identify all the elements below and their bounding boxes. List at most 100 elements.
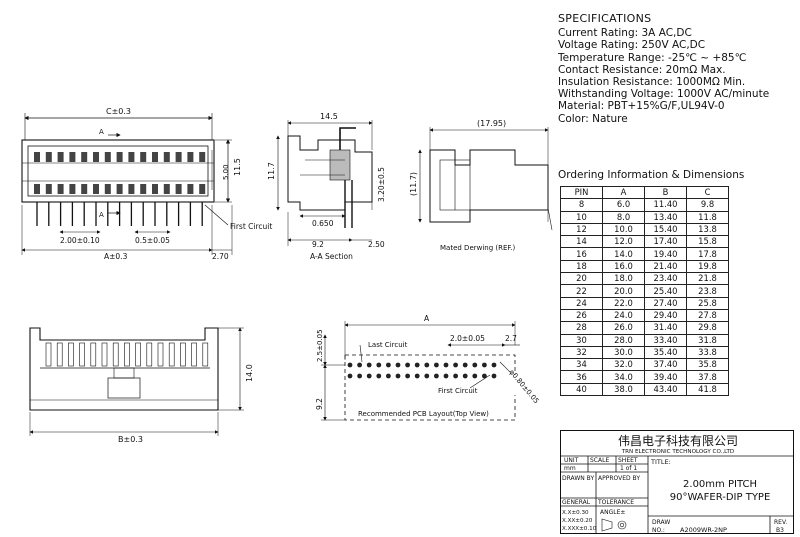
table-cell: 11.40 [644, 198, 687, 212]
section-mark-bottom: A [99, 211, 104, 219]
front-view [21, 113, 233, 255]
title-label: TITLE: [650, 458, 671, 466]
table-cell: 22 [560, 284, 603, 298]
front-contact [140, 152, 147, 162]
table-cell: 31.8 [686, 333, 729, 347]
pcb-hole [357, 362, 362, 368]
front-contact [69, 184, 76, 194]
unit-label: UNIT [564, 457, 579, 464]
pcb-hole [357, 373, 362, 379]
bottom-contact [56, 342, 63, 367]
front-contact [93, 152, 99, 162]
spec-line: Material: PBT+15%G/F,UL94V-0 [558, 100, 725, 113]
drawn-by-label: DRAWN BY [562, 475, 594, 482]
pcb-dim-27: 2.7 [505, 334, 517, 343]
tolerance-3: X.XXX±0.10 [562, 526, 597, 532]
table-cell: 20.0 [602, 284, 645, 298]
bottom-contact [135, 342, 141, 367]
pcb-hole [376, 373, 382, 379]
front-contact [57, 152, 64, 162]
dim-pin-label: 0.5±0.05 [135, 236, 170, 245]
projection-symbol-icon [601, 518, 627, 532]
spec-line: Color: Nature [558, 112, 628, 125]
table-cell: 13.8 [686, 222, 729, 237]
front-contact [175, 184, 182, 194]
table-cell: 21.40 [644, 259, 687, 274]
table-cell: 30.0 [602, 345, 645, 360]
table-cell: 35.40 [644, 345, 687, 360]
pcb-hole [482, 373, 487, 379]
table-cell: 11.8 [686, 210, 729, 224]
company-name-cn: 伟昌电子科技有限公司 [618, 434, 738, 448]
title-line-2: 90°WAFER-DIP TYPE [670, 492, 771, 503]
table-cell: 26.0 [602, 321, 645, 335]
pcb-hole [405, 373, 410, 379]
bottom-dim-height: 14.0 [245, 364, 254, 382]
pcb-dim-25: 2.5±0.05 [316, 329, 324, 362]
pcb-layout [321, 321, 520, 421]
table-cell: 29.40 [644, 308, 687, 323]
front-contact [81, 152, 88, 162]
table-cell: 16 [560, 247, 603, 261]
dim-pitch-label: 2.00±0.10 [60, 236, 100, 245]
section-view [276, 120, 373, 246]
spec-line: Insulation Resistance: 1000MΩ Min. [558, 76, 746, 89]
drawing-number: A2009WR-2NP [680, 526, 727, 534]
dim-c-label: C±0.3 [106, 107, 131, 116]
mated-dim-height: (11.7) [409, 172, 418, 196]
table-cell: 8 [560, 198, 603, 212]
pcb-hole [491, 373, 497, 379]
table-cell: 31.40 [644, 321, 687, 335]
front-contact [116, 184, 123, 194]
pcb-hole [462, 362, 468, 368]
table-cell: 22.0 [602, 296, 645, 310]
pcb-hole [386, 373, 391, 379]
table-cell: 34.0 [602, 370, 645, 384]
no-label: NO.: [652, 527, 665, 534]
bottom-contact [112, 342, 119, 367]
pcb-hole [386, 362, 391, 368]
bottom-contact [101, 342, 108, 367]
pcb-hole [376, 362, 382, 368]
approved-by-label: APPROVED BY [598, 475, 640, 482]
pcb-hole [414, 362, 420, 368]
bottom-view [29, 327, 244, 436]
front-pin-row [34, 152, 206, 226]
title-block: 伟昌电子科技有限公司 TRN ELECTRONIC TECHNOLOGY CO.… [560, 430, 794, 534]
table-cell: 43.40 [644, 382, 687, 397]
table-cell: 16.0 [602, 259, 645, 274]
tolerance-1: X.X±0.30 [562, 510, 589, 516]
pcb-hole [462, 373, 468, 379]
pcb-dim-hole: φ0.80±0.05 [507, 368, 540, 405]
bottom-contact [45, 342, 52, 367]
pcb-first-circuit: First Circuit [438, 387, 478, 395]
table-cell: 15.8 [686, 235, 729, 249]
specifications-block: SPECIFICATIONS Current Rating: 3A AC,DC … [558, 12, 794, 125]
section-label: A-A Section [310, 252, 353, 261]
table-cell: 17.40 [644, 235, 687, 249]
bottom-contact [157, 342, 164, 367]
front-contact [199, 184, 206, 194]
pcb-hole [424, 362, 430, 368]
mated-view [418, 127, 553, 231]
front-contact [34, 152, 40, 162]
pcb-hole [453, 362, 458, 368]
column-header: B [644, 185, 687, 200]
table-cell: 37.40 [644, 358, 687, 372]
bottom-contact [79, 342, 85, 367]
section-dim-320: 3.20±0.5 [377, 167, 386, 202]
pcb-hole [443, 362, 449, 368]
dim-5-label: 5.00 [222, 164, 230, 180]
table-cell: 30 [560, 333, 603, 347]
general-label: GENERAL [562, 499, 591, 506]
table-cell: 25.40 [644, 284, 687, 298]
table-cell: 8.0 [602, 210, 645, 224]
